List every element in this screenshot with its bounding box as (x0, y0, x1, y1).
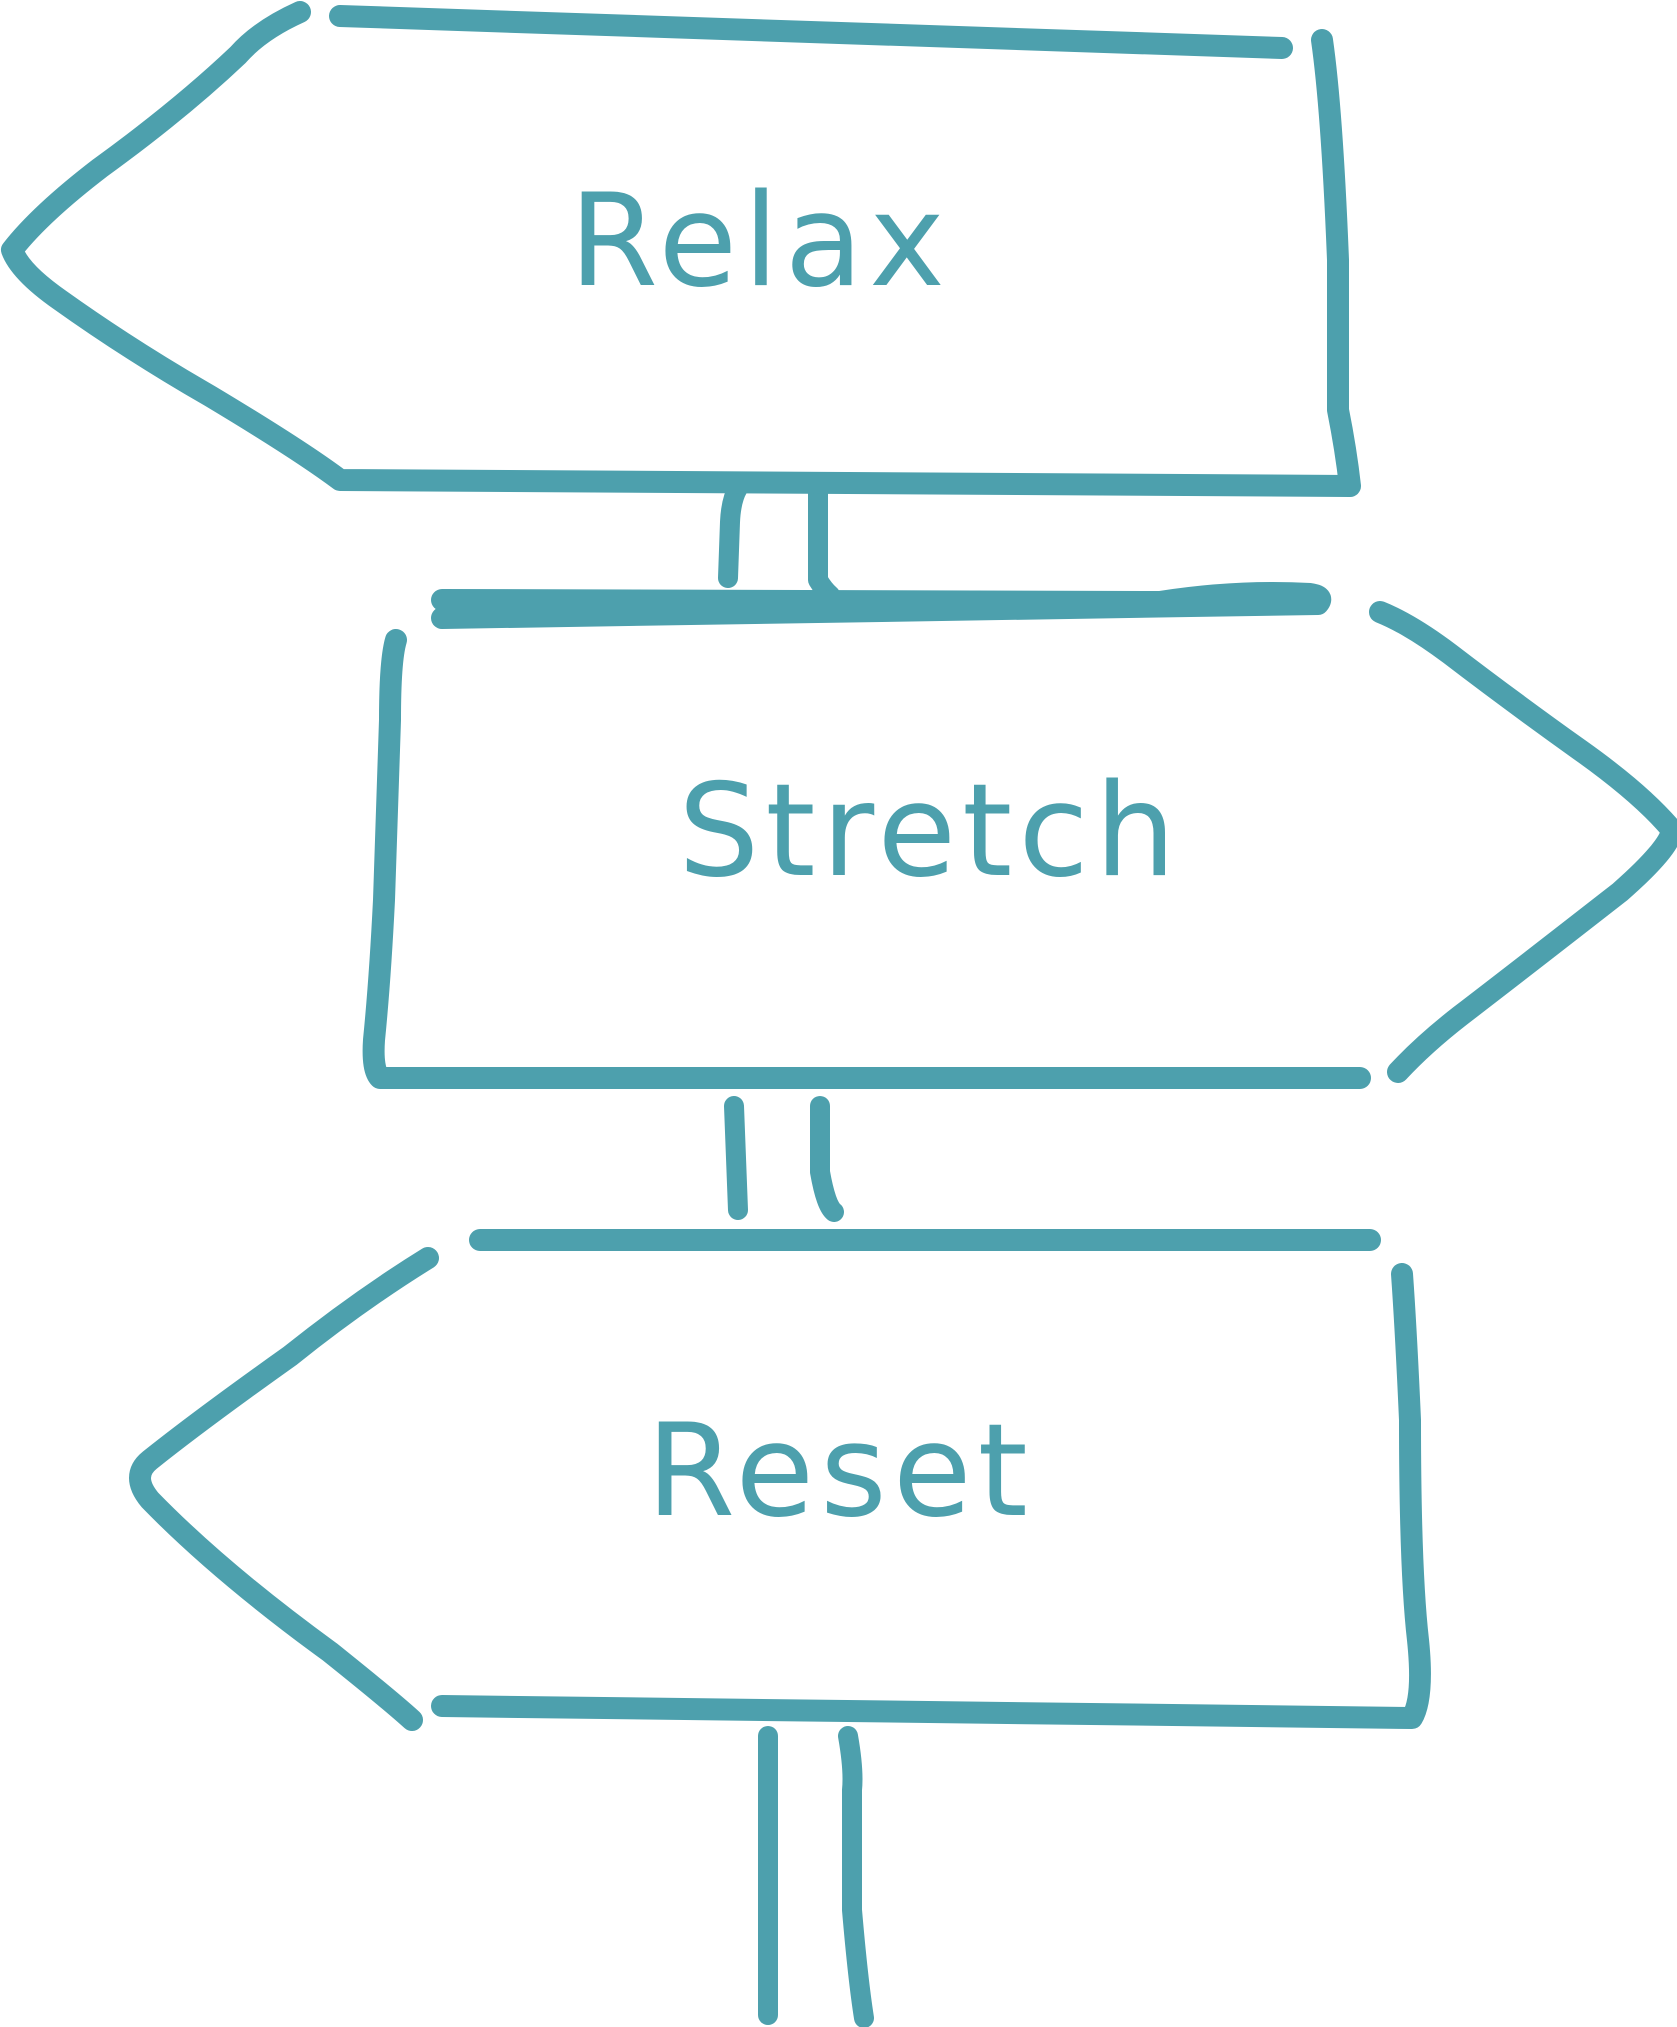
post (718, 478, 874, 2027)
post-segment-top-left (718, 478, 748, 588)
post-segment-bottom-right (838, 1726, 874, 2027)
post-segment-middle-left (724, 1096, 748, 1220)
sign-reset-label: Reset (646, 1397, 1034, 1546)
sign-stretch: Stretch (362, 582, 1677, 1089)
sign-reset: Reset (129, 1229, 1431, 1731)
sign-relax: Relax (1, 1, 1361, 497)
sign-stretch-outline (362, 582, 1677, 1089)
sign-relax-label: Relax (569, 167, 951, 316)
sign-reset-outline (129, 1229, 1431, 1731)
post-segment-top-right (808, 478, 840, 605)
sign-relax-outline (1, 1, 1361, 497)
post-segment-middle-right (810, 1096, 844, 1222)
sign-stretch-label: Stretch (678, 757, 1182, 906)
